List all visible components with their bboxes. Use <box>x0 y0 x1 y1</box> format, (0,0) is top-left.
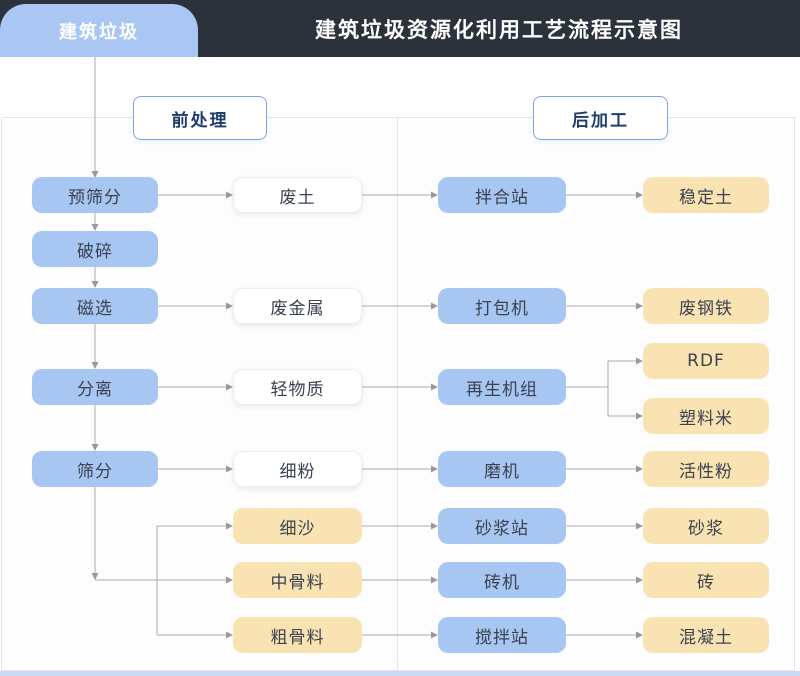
node-active-powder: 活性粉 <box>643 451 769 487</box>
source-tab-construction-waste: 建筑垃圾 <box>0 4 198 57</box>
bottom-accent-strip <box>0 671 800 676</box>
node-medium-aggregate: 中骨料 <box>233 562 362 598</box>
node-recycling-unit: 再生机组 <box>438 369 566 405</box>
node-coarse-aggregate: 粗骨料 <box>233 617 362 653</box>
node-pre-screening: 预筛分 <box>32 177 158 213</box>
node-waste-metal: 废金属 <box>233 288 362 324</box>
node-baler: 打包机 <box>438 288 566 324</box>
page-title: 建筑垃圾资源化利用工艺流程示意图 <box>315 17 683 42</box>
node-brick: 砖 <box>643 562 769 598</box>
section-header-pre-processing: 前处理 <box>133 96 267 140</box>
node-plastic-pellets: 塑料米 <box>643 398 769 434</box>
section-divider <box>397 117 398 671</box>
node-light-material: 轻物质 <box>233 369 362 405</box>
node-stabilized-soil: 稳定土 <box>643 177 769 213</box>
node-mill: 磨机 <box>438 451 566 487</box>
node-rdf: RDF <box>643 343 769 379</box>
node-separation: 分离 <box>32 369 158 405</box>
section-header-post-processing: 后加工 <box>533 96 668 140</box>
node-concrete: 混凝土 <box>643 617 769 653</box>
node-mortar: 砂浆 <box>643 508 769 544</box>
node-fine-sand: 细沙 <box>233 508 362 544</box>
node-brick-machine: 砖机 <box>438 562 566 598</box>
node-magnetic-separation: 磁选 <box>32 288 158 324</box>
node-screening: 筛分 <box>32 451 158 487</box>
node-waste-soil: 废土 <box>233 177 362 213</box>
node-mortar-plant: 砂浆站 <box>438 508 566 544</box>
node-scrap-steel: 废钢铁 <box>643 288 769 324</box>
node-fine-powder: 细粉 <box>233 451 362 487</box>
node-batching-plant: 搅拌站 <box>438 617 566 653</box>
node-mixing-plant: 拌合站 <box>438 177 566 213</box>
node-crushing: 破碎 <box>32 231 158 267</box>
